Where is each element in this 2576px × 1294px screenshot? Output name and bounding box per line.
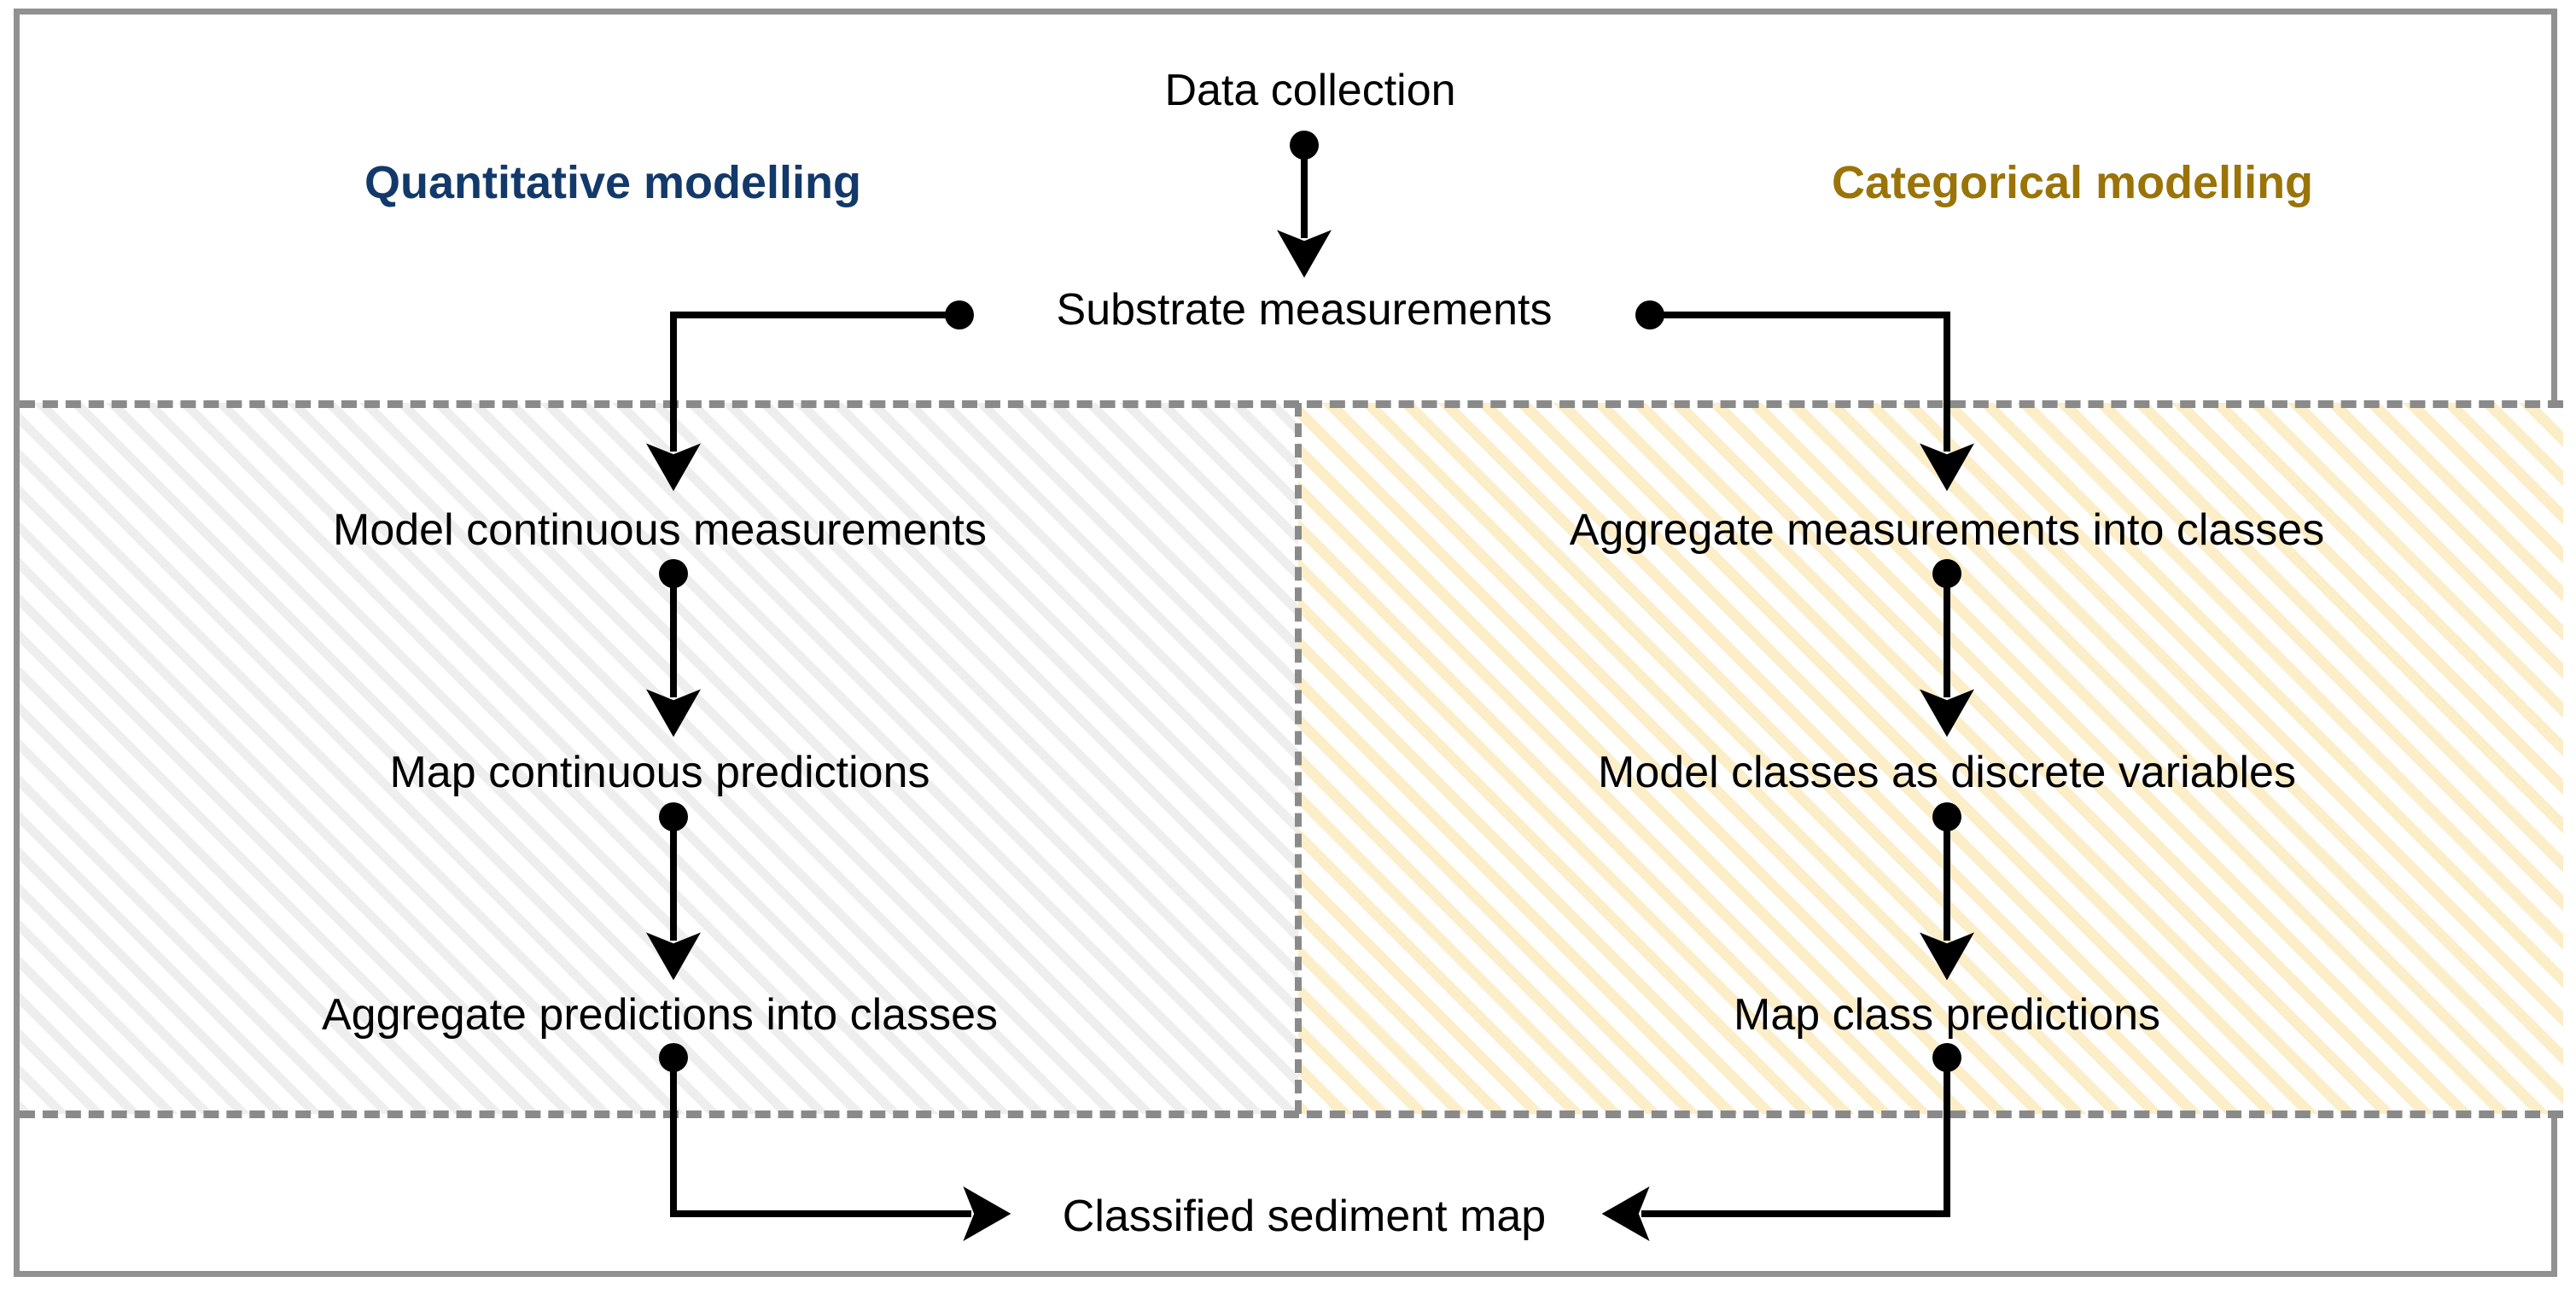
band-bottom-divider xyxy=(20,1110,2563,1118)
node-aggregate-measurements-into-classes: Aggregate measurements into classes xyxy=(1569,505,2325,555)
section-title-categorical: Categorical modelling xyxy=(1831,157,2314,208)
diagram-canvas: Quantitative modelling Categorical model… xyxy=(20,15,2563,1283)
edge-data-collection-to-substrate xyxy=(1277,131,1332,278)
node-map-continuous-predictions: Map continuous predictions xyxy=(389,748,930,797)
node-classified-sediment-map: Classified sediment map xyxy=(1062,1192,1547,1241)
categorical-modelling-panel xyxy=(1298,403,2563,1114)
node-model-continuous-measurements: Model continuous measurements xyxy=(333,505,987,555)
figure-frame: Quantitative modelling Categorical model… xyxy=(14,9,2563,1277)
panel-vertical-divider xyxy=(1295,403,1302,1114)
node-data-collection: Data collection xyxy=(1164,66,1456,115)
section-title-quantitative: Quantitative modelling xyxy=(364,157,862,208)
node-map-class-predictions: Map class predictions xyxy=(1734,990,2160,1040)
quantitative-modelling-panel xyxy=(20,403,1298,1114)
node-substrate-measurements: Substrate measurements xyxy=(1056,285,1553,335)
band-top-divider xyxy=(20,400,2563,408)
node-aggregate-predictions-into-classes: Aggregate predictions into classes xyxy=(321,990,999,1040)
node-model-classes-as-discrete-variables: Model classes as discrete variables xyxy=(1598,748,2296,797)
